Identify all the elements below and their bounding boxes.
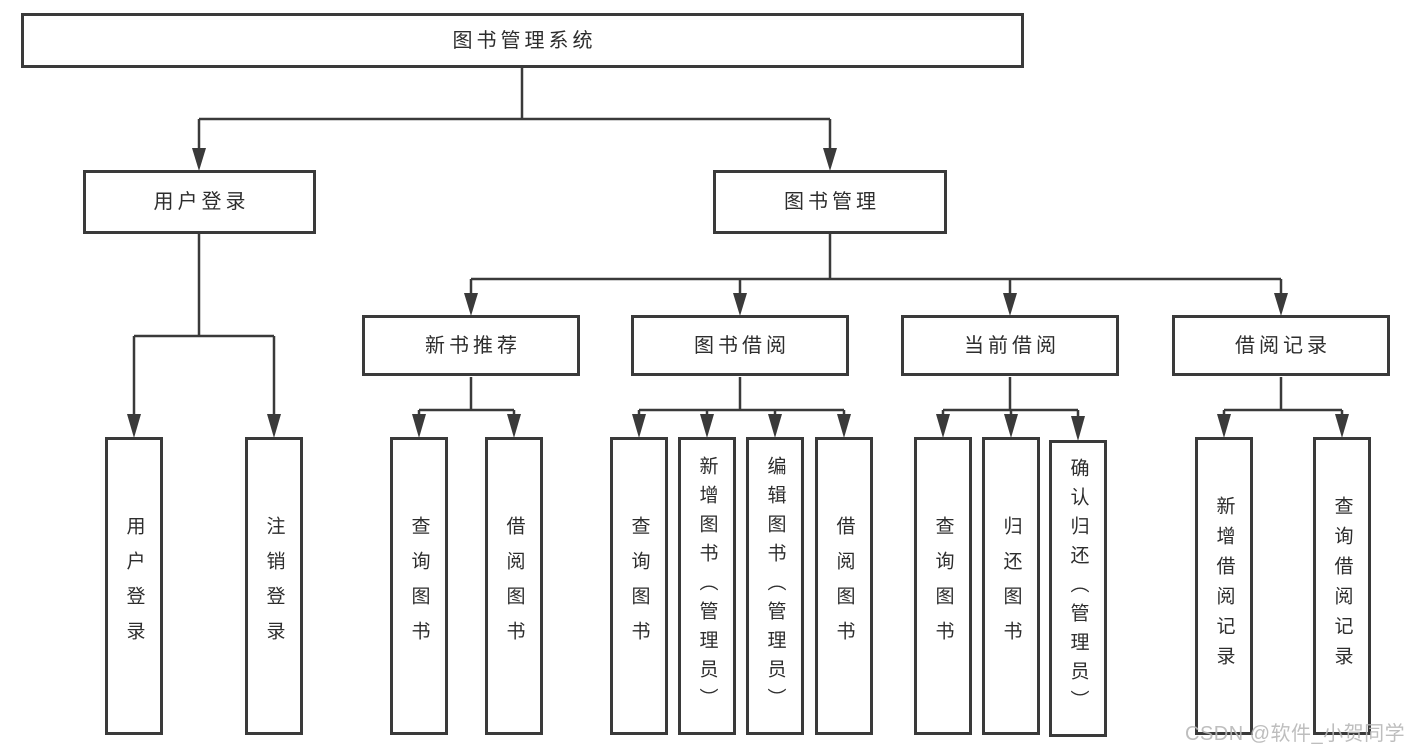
node-user-login-label: 用户登录: [153, 191, 250, 213]
node-book-management: 图书管理: [713, 170, 947, 234]
leaf-bb-borrow-book: 借阅图书: [815, 437, 873, 735]
leaf-nb-query-book-label: 查询图书: [408, 516, 430, 656]
leaf-bb-query-book: 查询图书: [610, 437, 668, 735]
leaf-br-add-record-label: 新增借阅记录: [1213, 496, 1235, 676]
leaf-br-query-record: 查询借阅记录: [1313, 437, 1371, 735]
leaf-nb-borrow-book-label: 借阅图书: [503, 516, 525, 656]
node-root-label: 图书管理系统: [452, 29, 597, 52]
leaf-user-login: 用户登录: [105, 437, 163, 735]
node-new-book-recommend-label: 新书推荐: [425, 334, 521, 357]
node-user-login: 用户登录: [83, 170, 316, 234]
node-current-borrow: 当前借阅: [901, 315, 1119, 376]
leaf-logout-label: 注销登录: [263, 516, 285, 656]
leaf-br-query-record-label: 查询借阅记录: [1331, 496, 1353, 676]
node-book-borrow-label: 图书借阅: [694, 334, 790, 357]
leaf-bb-add-book-admin: 新增图书（管理员）: [678, 437, 736, 735]
leaf-logout: 注销登录: [245, 437, 303, 735]
leaf-br-add-record: 新增借阅记录: [1195, 437, 1253, 735]
node-borrow-records: 借阅记录: [1172, 315, 1390, 376]
node-book-borrow: 图书借阅: [631, 315, 849, 376]
leaf-bb-add-book-admin-label: 新增图书（管理员）: [696, 455, 718, 717]
node-root: 图书管理系统: [21, 13, 1024, 68]
leaf-cb-confirm-return-admin: 确认归还（管理员）: [1049, 440, 1107, 737]
node-borrow-records-label: 借阅记录: [1235, 334, 1331, 357]
node-book-management-label: 图书管理: [784, 191, 880, 213]
leaf-nb-query-book: 查询图书: [390, 437, 448, 735]
leaf-nb-borrow-book: 借阅图书: [485, 437, 543, 735]
leaf-bb-borrow-book-label: 借阅图书: [833, 516, 855, 656]
leaf-cb-return-book: 归还图书: [982, 437, 1040, 735]
leaf-bb-edit-book-admin: 编辑图书（管理员）: [746, 437, 804, 735]
leaf-cb-return-book-label: 归还图书: [1000, 516, 1022, 656]
leaf-bb-edit-book-admin-label: 编辑图书（管理员）: [764, 455, 786, 717]
leaf-cb-confirm-return-admin-label: 确认归还（管理员）: [1067, 458, 1089, 719]
node-current-borrow-label: 当前借阅: [964, 334, 1060, 357]
node-new-book-recommend: 新书推荐: [362, 315, 580, 376]
leaf-user-login-label: 用户登录: [123, 516, 145, 656]
leaf-bb-query-book-label: 查询图书: [628, 516, 650, 656]
leaf-cb-query-book-label: 查询图书: [932, 516, 954, 656]
leaf-cb-query-book: 查询图书: [914, 437, 972, 735]
csdn-watermark: CSDN @软件_小贺同学: [1185, 723, 1405, 745]
